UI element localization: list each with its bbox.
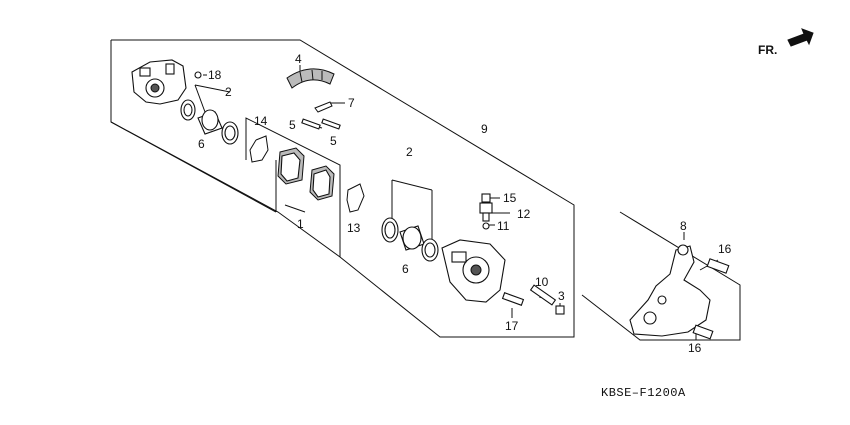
bracket-bolt-bottom (692, 324, 714, 340)
callout-13: 13 (347, 221, 361, 235)
callout-4: 4 (295, 52, 302, 66)
callout-2b: 2 (406, 145, 413, 159)
brake-pads (277, 147, 335, 201)
caliper-body-outer (131, 59, 187, 105)
callout-18: 18 (208, 68, 222, 82)
direction-indicator: FR. (758, 43, 777, 57)
pin-clip (314, 101, 333, 113)
caliper-body-inner (441, 239, 506, 303)
piston-set-center (381, 217, 439, 262)
callout-9: 9 (481, 122, 488, 136)
pad-shim-plate (286, 68, 335, 89)
callout-16b: 16 (688, 341, 702, 355)
callout-6b: 6 (402, 262, 409, 276)
bleeder-valve (479, 193, 493, 230)
pad-group-outline (245, 117, 341, 257)
callout-17: 17 (505, 319, 519, 333)
callout-14: 14 (254, 114, 268, 128)
caliper-bracket (629, 244, 711, 337)
bracket-outline (581, 211, 741, 341)
callout-5a: 5 (289, 118, 296, 132)
bolt-17 (501, 292, 525, 306)
cap-part-3 (555, 305, 565, 315)
callout-7: 7 (348, 96, 355, 110)
outline-edge (110, 121, 277, 213)
callout-8: 8 (680, 219, 687, 233)
callout-15: 15 (503, 191, 517, 205)
leader-2a-b (194, 84, 206, 113)
leader-2b-t (391, 179, 433, 191)
callout-3: 3 (558, 289, 565, 303)
bracket-bolt-top (706, 258, 730, 274)
callout-16a: 16 (718, 242, 732, 256)
leader-2a (194, 84, 231, 93)
leader-1 (284, 204, 306, 213)
callout-6a: 6 (198, 137, 205, 151)
callout-11: 11 (497, 219, 510, 233)
diagram-code: KBSE–F1200A (601, 386, 686, 400)
callout-10: 10 (535, 275, 549, 289)
pad-spring-right (346, 183, 365, 213)
callout-2a: 2 (225, 85, 232, 99)
caliper-bolt-10 (529, 284, 557, 306)
front-arrow-icon (787, 28, 814, 47)
pad-spring-left (249, 135, 269, 163)
callout-1: 1 (297, 217, 304, 231)
pad-pins (301, 118, 341, 130)
small-ring-part (194, 71, 202, 79)
piston-set-left (180, 99, 239, 145)
callout-5b: 5 (330, 134, 337, 148)
callout-12: 12 (517, 207, 531, 221)
